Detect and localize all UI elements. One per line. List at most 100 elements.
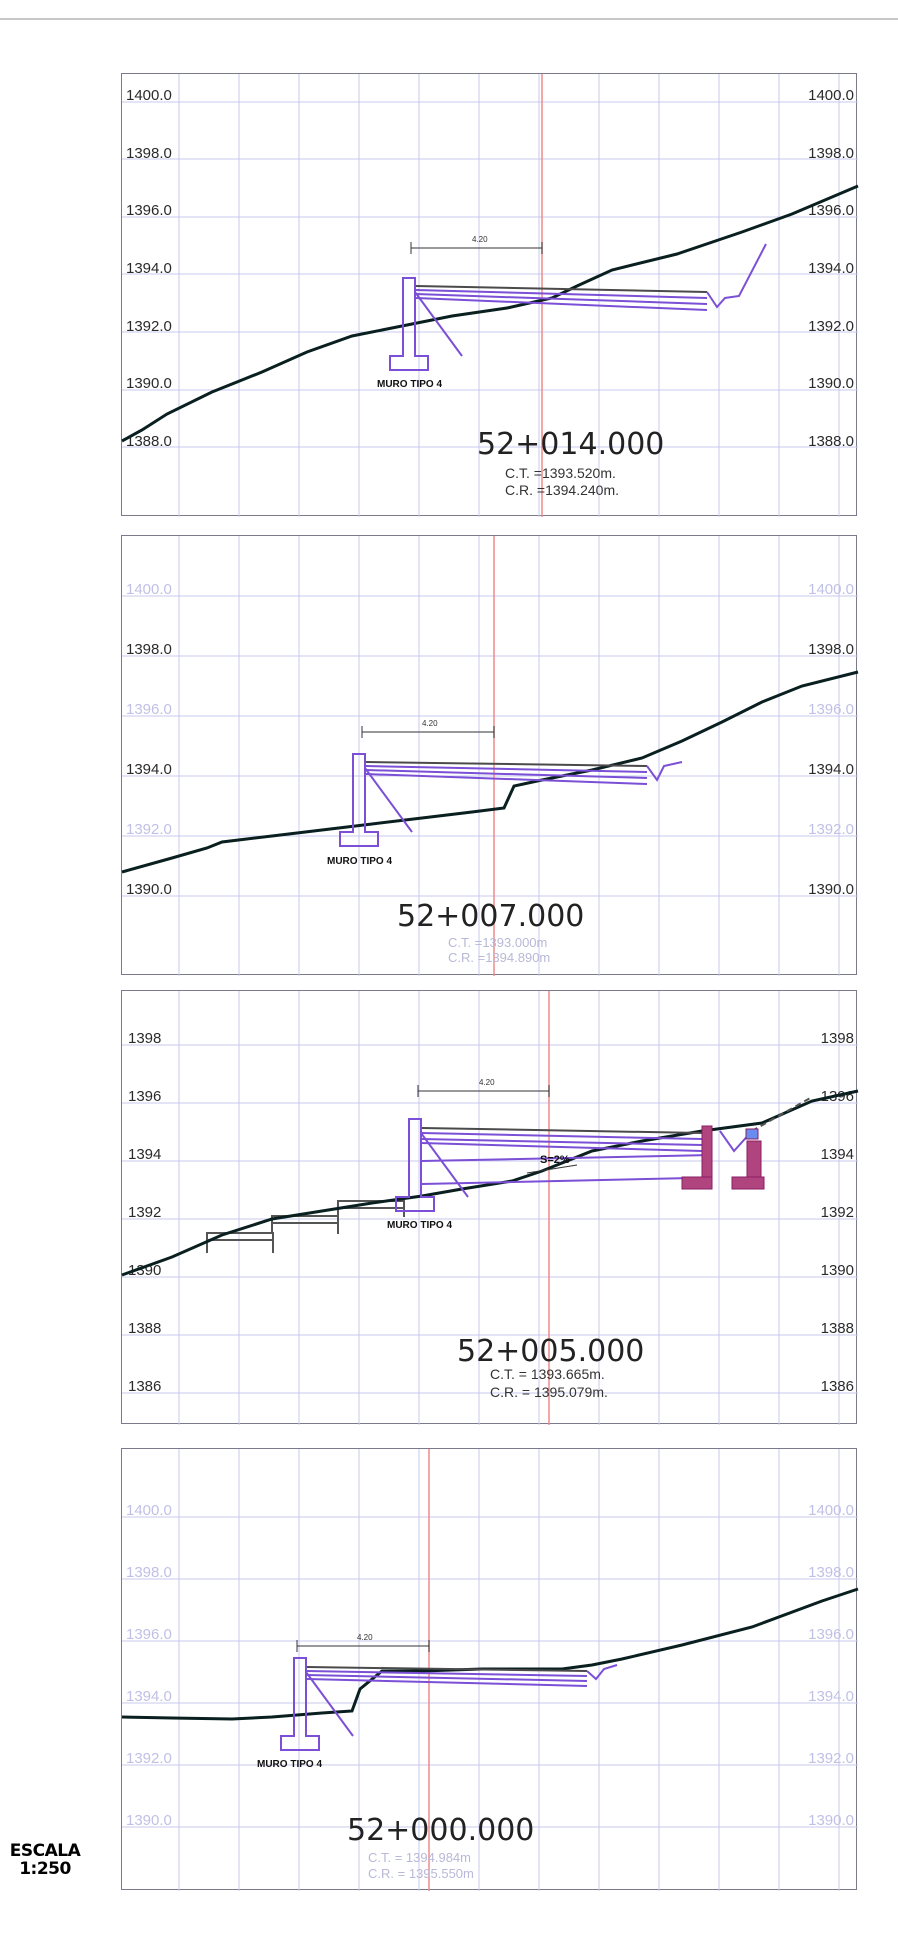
elevation-label: 1394.0 xyxy=(808,1688,854,1705)
ct-label: C.T. = 1394.984m xyxy=(368,1850,471,1865)
elevation-label: 1392.0 xyxy=(126,1750,172,1767)
road-structure xyxy=(415,243,767,311)
elevation-label: 1396.0 xyxy=(126,701,172,718)
elevation-label: 1400.0 xyxy=(808,581,854,598)
cross-section-drawing-3: 1398 1396 1394 1392 1390 1388 1386 1398 … xyxy=(121,991,859,1425)
slope-label: S=2% xyxy=(540,1154,570,1166)
elevation-label: 1392.0 xyxy=(126,318,172,335)
cr-label: C.R. = 1395.079m. xyxy=(490,1384,608,1400)
elevation-label: 1390.0 xyxy=(808,1812,854,1829)
station-label: 52+007.000 xyxy=(397,899,584,934)
elevation-label: 1398.0 xyxy=(126,145,172,162)
road-structure xyxy=(365,761,683,785)
elevation-label: 1388 xyxy=(821,1320,854,1337)
cross-section-panel-2: 1400.0 1398.0 1396.0 1394.0 1392.0 1390.… xyxy=(121,535,859,976)
elevation-label: 1398.0 xyxy=(126,641,172,658)
dimension-label: 4.20 xyxy=(472,235,488,244)
elevation-label: 1390.0 xyxy=(126,1812,172,1829)
elevation-label: 1388.0 xyxy=(126,433,172,450)
slope-indicator xyxy=(526,1164,578,1174)
elevation-label: 1398.0 xyxy=(808,145,854,162)
elevation-labels-right: 1400.0 1398.0 1396.0 1394.0 1392.0 1390.… xyxy=(808,1502,854,1829)
cross-section-panel-1: 1400.0 1398.0 1396.0 1394.0 1392.0 1390.… xyxy=(121,73,859,517)
terrain-line xyxy=(121,184,859,443)
station-label: 52+014.000 xyxy=(477,427,664,462)
road-structure xyxy=(421,1096,813,1185)
grid xyxy=(122,991,858,1425)
elevation-label: 1392.0 xyxy=(808,318,854,335)
retaining-wall xyxy=(339,753,413,847)
elevation-label: 1396.0 xyxy=(126,202,172,219)
elevation-label: 1392 xyxy=(821,1204,854,1221)
scale-label-block: ESCALA 1:250 xyxy=(0,1842,90,1878)
cr-label: C.R. =1394.240m. xyxy=(505,482,619,498)
elevation-label: 1394.0 xyxy=(126,260,172,277)
retaining-wall xyxy=(389,277,463,371)
elevation-label: 1396.0 xyxy=(126,1626,172,1643)
elevation-label: 1398 xyxy=(821,1030,854,1047)
cross-section-panel-3: 1398 1396 1394 1392 1390 1388 1386 1398 … xyxy=(121,990,859,1425)
elevation-labels-left: 1400.0 1398.0 1396.0 1394.0 1392.0 1390.… xyxy=(126,1502,172,1829)
ct-label: C.T. =1393.520m. xyxy=(505,465,616,481)
elevation-label: 1394.0 xyxy=(126,1688,172,1705)
dimension-label: 4.20 xyxy=(479,1078,495,1087)
drainage-structure xyxy=(681,1125,765,1190)
ct-label: C.T. = 1393.665m. xyxy=(490,1366,605,1382)
cross-section-drawing-1: 1400.0 1398.0 1396.0 1394.0 1392.0 1390.… xyxy=(121,74,859,517)
elevation-label: 1398.0 xyxy=(808,641,854,658)
elevation-label: 1396.0 xyxy=(808,202,854,219)
elevation-label: 1394.0 xyxy=(126,761,172,778)
wall-label: MURO TIPO 4 xyxy=(327,856,392,867)
elevation-label: 1390.0 xyxy=(126,881,172,898)
cross-section-drawing-4: 1400.0 1398.0 1396.0 1394.0 1392.0 1390.… xyxy=(121,1449,859,1891)
elevation-label: 1400.0 xyxy=(126,87,172,104)
ct-label: C.T. =1393.000m xyxy=(448,935,547,950)
dimension-label: 4.20 xyxy=(357,1633,373,1642)
wall-label: MURO TIPO 4 xyxy=(257,1759,322,1770)
dimension-line xyxy=(361,726,495,738)
elevation-label: 1388.0 xyxy=(808,433,854,450)
elevation-label: 1392.0 xyxy=(126,821,172,838)
grid xyxy=(122,536,858,976)
elevation-label: 1400.0 xyxy=(808,87,854,104)
cross-section-drawing-2: 1400.0 1398.0 1396.0 1394.0 1392.0 1390.… xyxy=(121,536,859,976)
dimension-label: 4.20 xyxy=(422,719,438,728)
elevation-label: 1390.0 xyxy=(808,881,854,898)
scale-title: ESCALA xyxy=(9,1841,81,1861)
elevation-label: 1390.0 xyxy=(126,375,172,392)
dimension-line xyxy=(410,242,543,254)
elevation-labels-left: 1398 1396 1394 1392 1390 1388 1386 xyxy=(128,1030,161,1395)
elevation-label: 1396.0 xyxy=(808,701,854,718)
elevation-label: 1398.0 xyxy=(808,1564,854,1581)
stepped-footings xyxy=(206,1200,405,1253)
elevation-label: 1396.0 xyxy=(808,1626,854,1643)
elevation-labels-left: 1400.0 1398.0 1396.0 1394.0 1392.0 1390.… xyxy=(126,581,172,898)
cr-label: C.R. =1394.890m xyxy=(448,950,550,965)
elevation-labels-right: 1400.0 1398.0 1396.0 1394.0 1392.0 1390.… xyxy=(808,581,854,898)
elevation-label: 1398 xyxy=(128,1030,161,1047)
dimension-line xyxy=(417,1085,550,1097)
elevation-label: 1388 xyxy=(128,1320,161,1337)
dimension-line xyxy=(296,1640,430,1652)
sheet-top-border xyxy=(0,18,898,20)
grid xyxy=(122,74,858,517)
elevation-label: 1398.0 xyxy=(126,1564,172,1581)
elevation-labels-right: 1400.0 1398.0 1396.0 1394.0 1392.0 1390.… xyxy=(808,87,854,450)
elevation-label: 1392.0 xyxy=(808,821,854,838)
cr-label: C.R. = 1395.550m xyxy=(368,1866,474,1881)
road-structure xyxy=(306,1664,618,1687)
elevation-labels-right: 1398 1396 1394 1392 1390 1388 1386 xyxy=(821,1030,854,1395)
elevation-label: 1394.0 xyxy=(808,761,854,778)
scale-value: 1:250 xyxy=(19,1859,71,1879)
cross-section-panel-4: 1400.0 1398.0 1396.0 1394.0 1392.0 1390.… xyxy=(121,1448,859,1891)
elevation-label: 1390 xyxy=(128,1262,161,1279)
elevation-label: 1400.0 xyxy=(126,1502,172,1519)
elevation-label: 1394 xyxy=(821,1146,854,1163)
elevation-label: 1392 xyxy=(128,1204,161,1221)
elevation-label: 1392.0 xyxy=(808,1750,854,1767)
elevation-label: 1390.0 xyxy=(808,375,854,392)
elevation-label: 1386 xyxy=(128,1378,161,1395)
elevation-label: 1396 xyxy=(128,1088,161,1105)
terrain-line xyxy=(121,1587,859,1721)
terrain-line xyxy=(121,670,859,874)
